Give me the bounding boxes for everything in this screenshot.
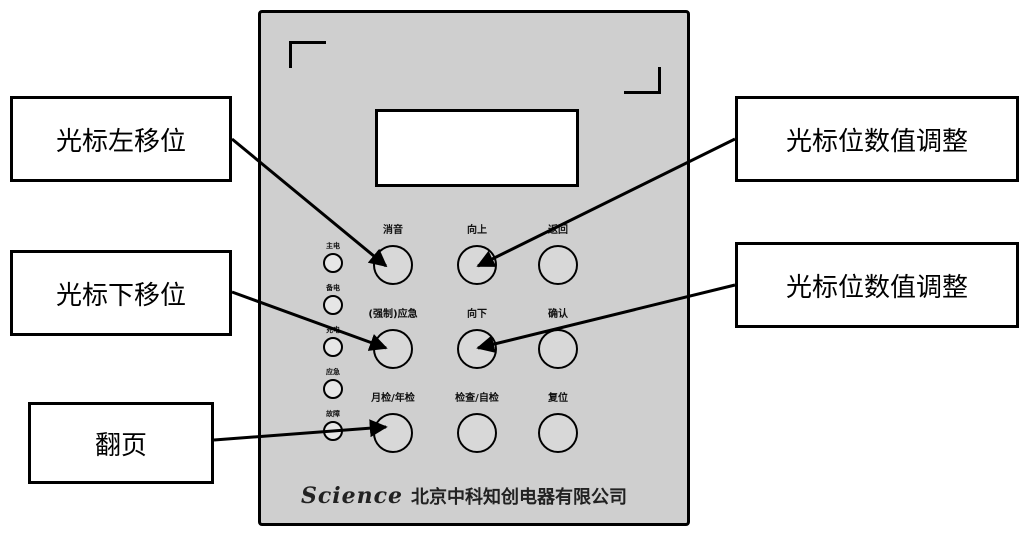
mute-label: 消音 xyxy=(383,225,403,236)
company-name: 北京中科知创电器有限公司 xyxy=(411,487,628,508)
main-power-led xyxy=(323,253,343,273)
check-self-button[interactable] xyxy=(457,413,497,453)
lcd-display xyxy=(375,109,579,187)
control-panel: 消音 向上 返回 (强制)应急 向下 确认 月检/年检 检查/自检 复位 主电 … xyxy=(258,10,690,526)
confirm-label: 确认 xyxy=(548,309,568,320)
callout-page-turn: 翻页 xyxy=(28,402,214,484)
brand-line: Science 北京中科知创电器有限公司 xyxy=(301,483,627,509)
charge-led xyxy=(323,337,343,357)
back-label: 返回 xyxy=(548,225,568,236)
force-emergency-label: (强制)应急 xyxy=(368,309,418,320)
up-label: 向上 xyxy=(467,225,487,236)
emergency-label: 应急 xyxy=(326,368,340,376)
fault-label: 故障 xyxy=(326,410,340,418)
reset-button[interactable] xyxy=(538,413,578,453)
back-button[interactable] xyxy=(538,245,578,285)
callout-value-adjust-down: 光标位数值调整 xyxy=(735,242,1019,328)
down-label: 向下 xyxy=(467,309,487,320)
check-self-label: 检查/自检 xyxy=(455,393,499,404)
arrow-cursor-left xyxy=(231,137,388,268)
confirm-button[interactable] xyxy=(538,329,578,369)
callout-value-adjust-up: 光标位数值调整 xyxy=(735,96,1019,182)
arrow-page-turn xyxy=(213,419,388,442)
corner-mark-top-right xyxy=(624,67,661,94)
main-power-label: 主电 xyxy=(326,242,340,250)
arrow-cursor-down xyxy=(231,290,388,351)
backup-power-led xyxy=(323,295,343,315)
reset-label: 复位 xyxy=(548,393,568,404)
backup-power-label: 备电 xyxy=(326,284,340,292)
monthly-yearly-label: 月检/年检 xyxy=(371,393,415,404)
emergency-led xyxy=(323,379,343,399)
brand-logo: Science xyxy=(301,483,404,509)
corner-mark-top-left xyxy=(289,41,326,68)
arrow-value-adjust-down xyxy=(476,283,736,353)
callout-cursor-down: 光标下移位 xyxy=(10,250,232,336)
callout-cursor-left: 光标左移位 xyxy=(10,96,232,182)
arrow-value-adjust-up xyxy=(476,137,736,268)
